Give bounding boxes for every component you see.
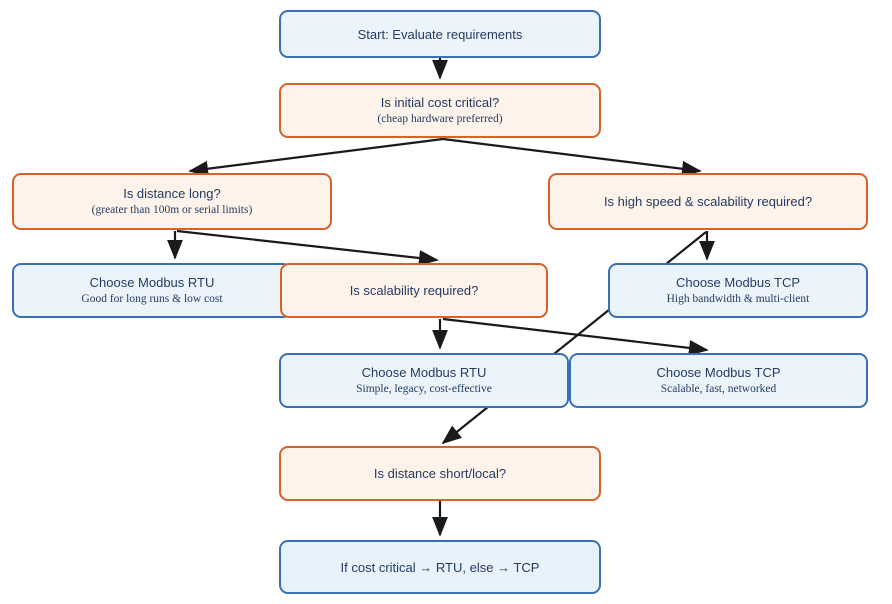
node-choose-rtu-long-subtitle: Good for long runs & low cost xyxy=(81,293,223,305)
node-cost-critical[interactable]: Is initial cost critical? (cheap hardwar… xyxy=(279,83,601,138)
node-final-rule[interactable]: If cost critical → RTU, else → TCP xyxy=(279,540,601,594)
node-choose-rtu-simple-title: Choose Modbus RTU xyxy=(361,365,487,380)
node-start-title: Start: Evaluate requirements xyxy=(357,26,523,42)
node-distance-long[interactable]: Is distance long? (greater than 100m or … xyxy=(12,173,332,230)
node-choose-tcp-bandwidth[interactable]: Choose Modbus TCP High bandwidth & multi… xyxy=(608,263,868,318)
node-distance-long-subtitle: (greater than 100m or serial limits) xyxy=(91,204,253,216)
arrow-cost-to-distance-long xyxy=(188,137,444,177)
node-high-speed-scalability-title: Is high speed & scalability required? xyxy=(603,194,813,209)
node-choose-tcp-bandwidth-title: Choose Modbus TCP xyxy=(675,275,801,290)
node-scalability-required-title: Is scalability required? xyxy=(349,283,479,298)
node-cost-critical-subtitle: (cheap hardware preferred) xyxy=(377,113,503,125)
node-choose-rtu-long-title: Choose Modbus RTU xyxy=(89,275,215,290)
arrow-cost-to-high-speed xyxy=(442,137,702,177)
arrow-scalability-to-tcp-scalable xyxy=(442,317,709,356)
arrow-distance-long-to-scalability xyxy=(176,229,439,266)
node-choose-tcp-scalable-subtitle: Scalable, fast, networked xyxy=(660,383,777,395)
node-choose-rtu-simple-subtitle: Simple, legacy, cost-effective xyxy=(356,383,492,395)
node-distance-long-title: Is distance long? xyxy=(123,186,221,201)
node-choose-tcp-scalable[interactable]: Choose Modbus TCP Scalable, fast, networ… xyxy=(569,353,868,408)
node-choose-rtu-simple[interactable]: Choose Modbus RTU Simple, legacy, cost-e… xyxy=(279,353,569,408)
node-distance-short-title: Is distance short/local? xyxy=(373,466,507,481)
node-cost-critical-title: Is initial cost critical? xyxy=(380,95,500,110)
node-scalability-required[interactable]: Is scalability required? xyxy=(280,263,548,318)
node-start[interactable]: Start: Evaluate requirements xyxy=(279,10,601,58)
node-high-speed-scalability[interactable]: Is high speed & scalability required? xyxy=(548,173,868,230)
node-final-rule-title: If cost critical → RTU, else → TCP xyxy=(340,559,540,575)
node-choose-tcp-bandwidth-subtitle: High bandwidth & multi-client xyxy=(666,293,810,305)
node-choose-tcp-scalable-title: Choose Modbus TCP xyxy=(656,365,781,380)
node-choose-rtu-long[interactable]: Choose Modbus RTU Good for long runs & l… xyxy=(12,263,292,318)
node-distance-short[interactable]: Is distance short/local? xyxy=(279,446,601,501)
